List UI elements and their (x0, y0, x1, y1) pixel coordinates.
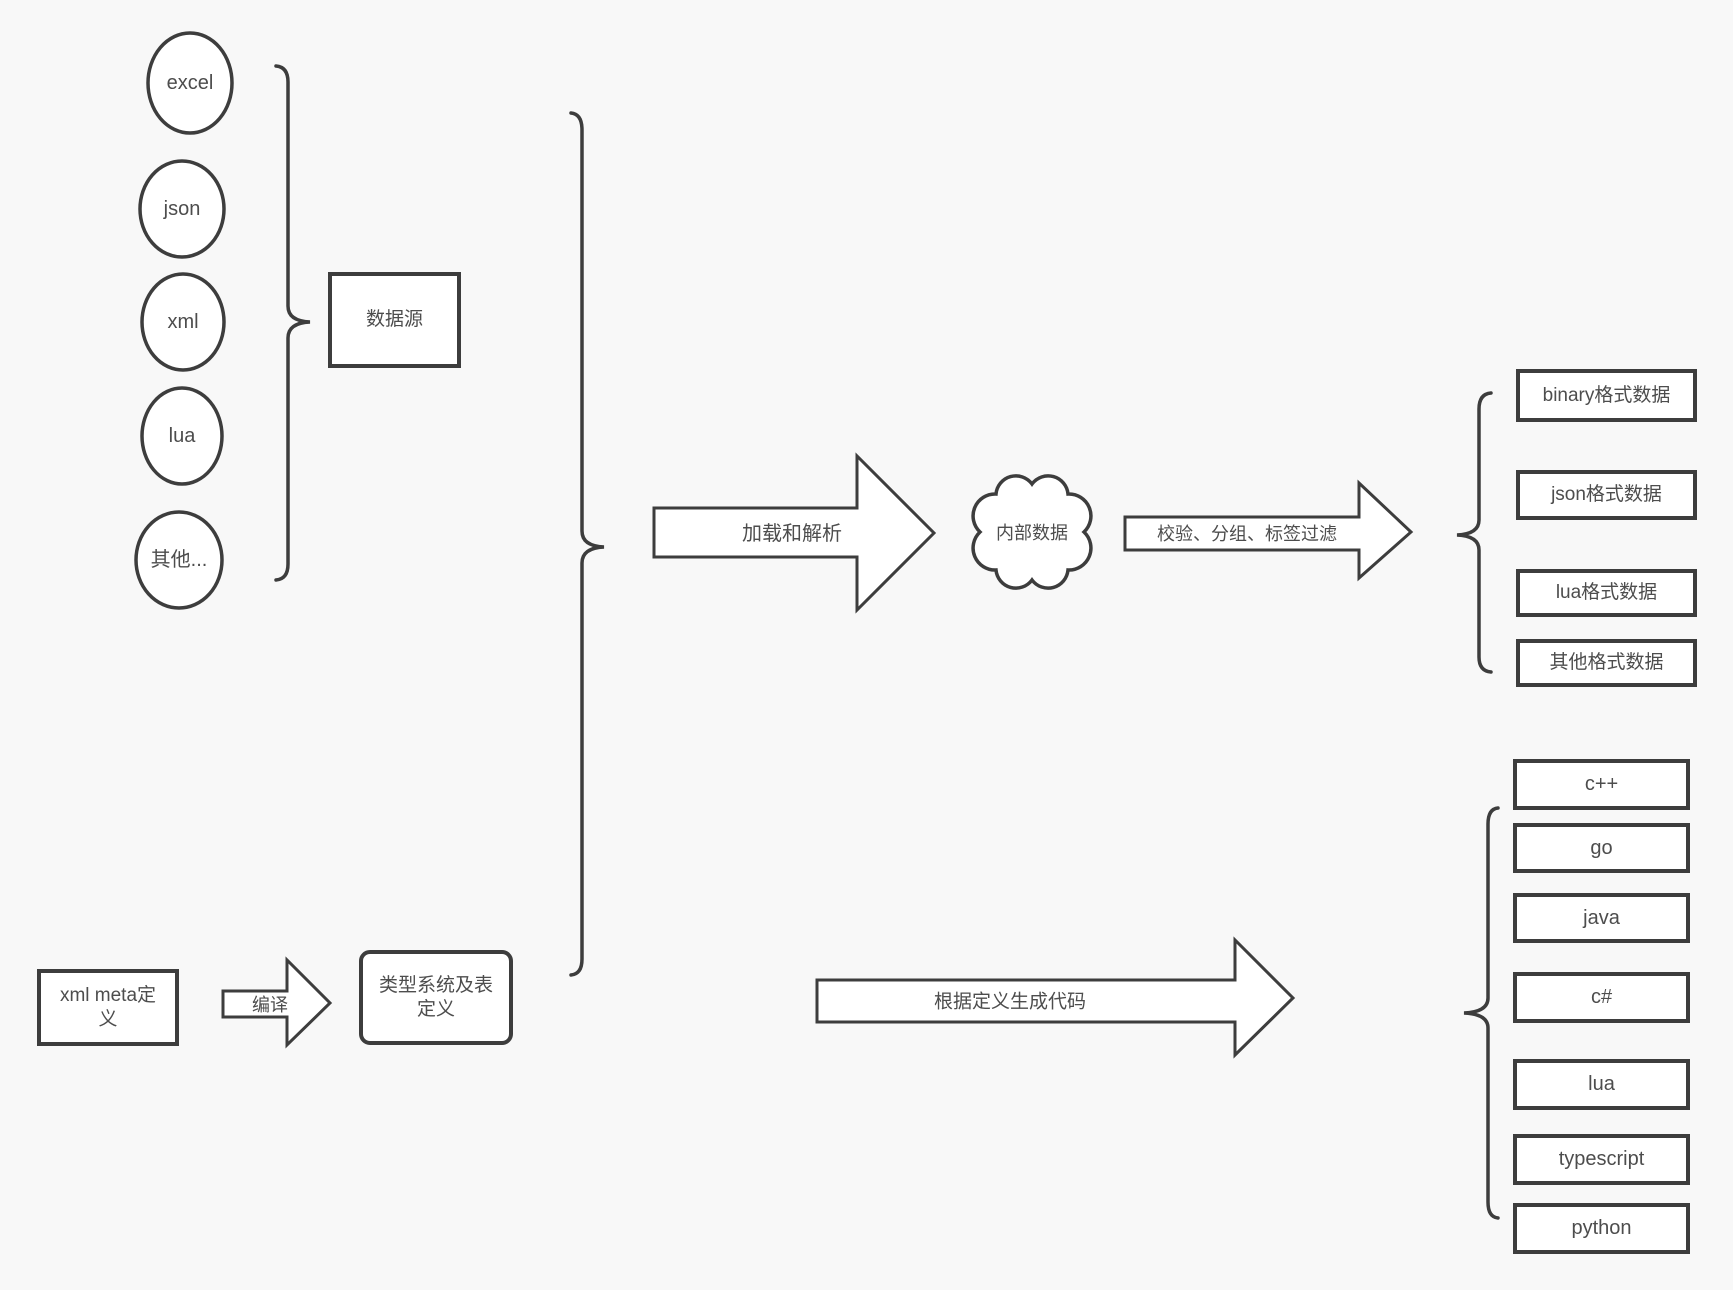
language-label-java: java (1583, 906, 1620, 929)
source-label-xml: xml (167, 311, 198, 333)
format-box-lua: lua格式数据 (1516, 569, 1697, 617)
source-ellipse-excel (146, 31, 234, 135)
compile-arrow-label: 编译 (252, 995, 288, 1015)
format-box-json: json格式数据 (1516, 470, 1697, 520)
language-box-lua: lua (1513, 1059, 1690, 1110)
language-label-python: python (1571, 1217, 1632, 1239)
format-label-json: json格式数据 (1551, 484, 1662, 506)
xml-meta-box: xml meta定义 (37, 969, 179, 1046)
source-label-other: 其他... (151, 548, 208, 571)
language-box-java: java (1513, 893, 1690, 943)
format-label-binary: binary格式数据 (1542, 384, 1671, 406)
language-label-typescript: typescript (1558, 1148, 1645, 1170)
language-box-csharp: c# (1513, 972, 1690, 1023)
type-system-label: 类型系统及表定义 (379, 974, 494, 1020)
language-label-csharp: c# (1590, 986, 1613, 1008)
language-box-go: go (1513, 823, 1690, 873)
languages-brace (1463, 806, 1500, 1220)
format-label-lua: lua格式数据 (1555, 582, 1658, 604)
source-label-excel: excel (167, 72, 214, 94)
source-label-lua: lua (169, 425, 197, 447)
xml-meta-label: xml meta定义 (59, 984, 157, 1030)
formats-brace (1456, 391, 1493, 674)
load-parse-arrow (652, 452, 937, 614)
source-ellipse-xml (140, 272, 226, 372)
language-label-lua: lua (1588, 1073, 1615, 1095)
pipeline-brace (569, 111, 605, 977)
sources-brace (274, 64, 311, 582)
filter-arrow (1123, 479, 1414, 582)
data-source-box: 数据源 (328, 272, 461, 368)
compile-arrow (221, 956, 333, 1049)
source-label-json: json (163, 198, 201, 220)
generate-code-arrow (815, 936, 1296, 1059)
generate-code-arrow-label: 根据定义生成代码 (934, 991, 1086, 1013)
format-box-binary: binary格式数据 (1516, 369, 1697, 422)
language-label-go: go (1590, 836, 1613, 859)
language-box-typescript: typescript (1513, 1134, 1690, 1185)
type-system-box: 类型系统及表定义 (359, 950, 513, 1045)
filter-arrow-label: 校验、分组、标签过滤 (1157, 524, 1337, 544)
data-source-label: 数据源 (365, 309, 423, 331)
language-box-cpp: c++ (1513, 759, 1690, 810)
internal-data-cloud (971, 474, 1093, 590)
source-ellipse-other (134, 510, 224, 610)
internal-data-label: 内部数据 (996, 523, 1068, 543)
load-parse-arrow-label: 加载和解析 (742, 522, 842, 545)
language-label-cpp: c++ (1584, 773, 1619, 795)
source-ellipse-lua (140, 386, 224, 486)
format-label-other: 其他格式数据 (1549, 652, 1664, 674)
source-ellipse-json (138, 159, 226, 259)
language-box-python: python (1513, 1203, 1690, 1254)
format-box-other: 其他格式数据 (1516, 639, 1697, 687)
